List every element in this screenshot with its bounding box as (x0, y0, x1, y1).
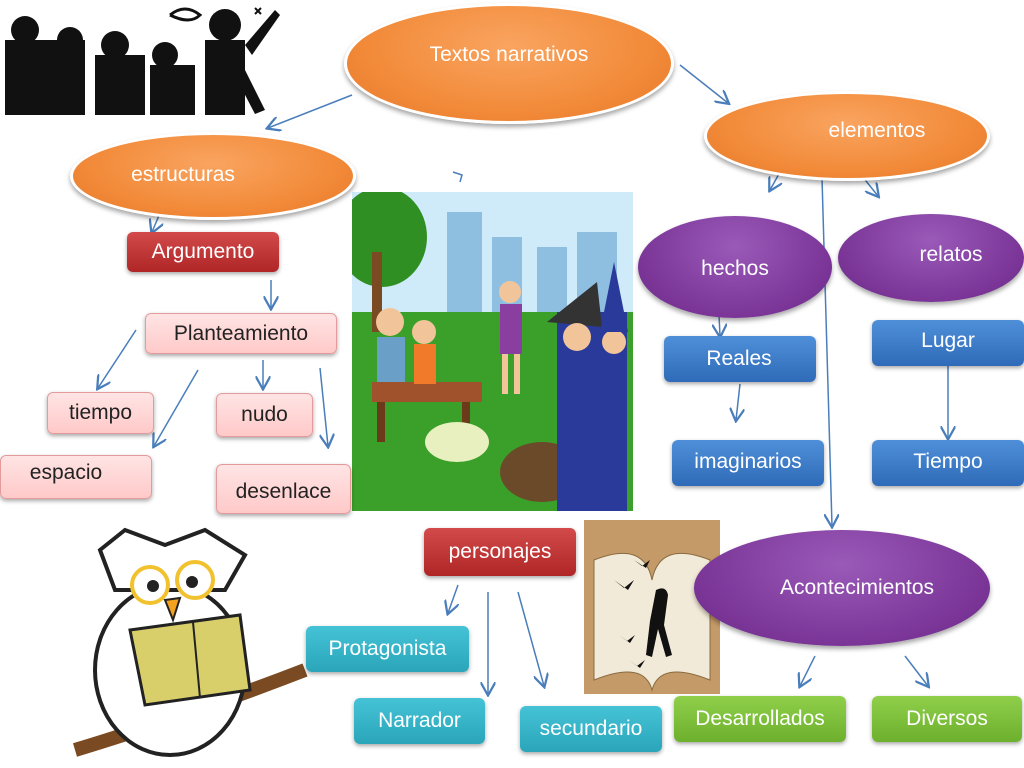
node-hechos: hechos (638, 216, 832, 318)
node-secundario-label: secundario (539, 717, 643, 740)
node-nudo: nudo (216, 393, 313, 437)
node-lugar-label: Lugar (921, 329, 975, 352)
node-tiempo: tiempo (47, 392, 154, 434)
node-narrador-label: Narrador (378, 709, 461, 732)
node-desenlace-label: desenlace (235, 480, 332, 503)
node-desarrollados: Desarrollados (674, 696, 846, 742)
node-elementos: elementos (704, 91, 990, 181)
node-hechos-label: hechos (701, 256, 769, 280)
node-argumento-label: Argumento (151, 240, 255, 263)
node-protagonista: Protagonista (306, 626, 469, 672)
node-tiempo-relato-label: Tiempo (913, 450, 983, 473)
node-relatos-label: relatos (919, 243, 983, 266)
node-estructuras: estructuras (70, 132, 356, 220)
node-lugar: Lugar (872, 320, 1024, 366)
node-relatos: relatos (838, 214, 1024, 302)
node-planteamiento-label: Planteamiento (173, 321, 309, 345)
node-desarrollados-label: Desarrollados (695, 707, 825, 730)
node-personajes-label: personajes (448, 540, 552, 563)
node-reales: Reales (664, 336, 816, 382)
node-planteamiento: Planteamiento (145, 313, 337, 354)
node-argumento: Argumento (127, 232, 279, 272)
node-acontecimientos-label: Acontecimientos (779, 576, 935, 599)
node-protagonista-label: Protagonista (328, 637, 447, 660)
park-scene-image (352, 192, 633, 511)
node-acontecimientos: Acontecimientos (694, 530, 990, 646)
node-estructuras-label: estructuras (131, 163, 235, 186)
owl-reading-image (55, 520, 315, 768)
node-nudo-label: nudo (241, 403, 288, 426)
node-imaginarios: imaginarios (672, 440, 824, 486)
node-textos-narrativos: Textos narrativos (344, 3, 674, 124)
node-personajes: personajes (424, 528, 576, 576)
node-secundario: secundario (520, 706, 662, 752)
node-textos-narrativos-label: Textos narrativos (429, 42, 589, 66)
node-imaginarios-label: imaginarios (694, 450, 802, 473)
crowd-silhouette-image (0, 0, 285, 120)
book-silhouettes-image (584, 520, 720, 694)
node-diversos: Diversos (872, 696, 1022, 742)
node-reales-label: Reales (706, 347, 772, 370)
node-diversos-label: Diversos (906, 707, 988, 730)
node-espacio: espacio (0, 455, 152, 499)
node-narrador: Narrador (354, 698, 485, 744)
node-elementos-label: elementos (828, 119, 926, 142)
node-tiempo-label: tiempo (68, 401, 133, 424)
node-tiempo-relato: Tiempo (872, 440, 1024, 486)
node-desenlace: desenlace (216, 464, 351, 514)
node-espacio-label: espacio (29, 461, 103, 484)
